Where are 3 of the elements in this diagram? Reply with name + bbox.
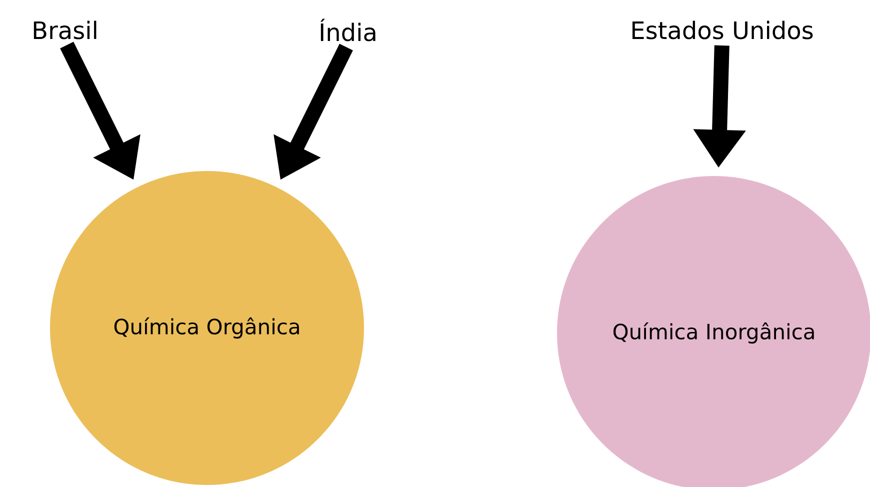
country-label: Brasil [34,20,96,40]
country-label: Índia [320,18,376,42]
country-label: Estados Unidos [632,20,813,40]
